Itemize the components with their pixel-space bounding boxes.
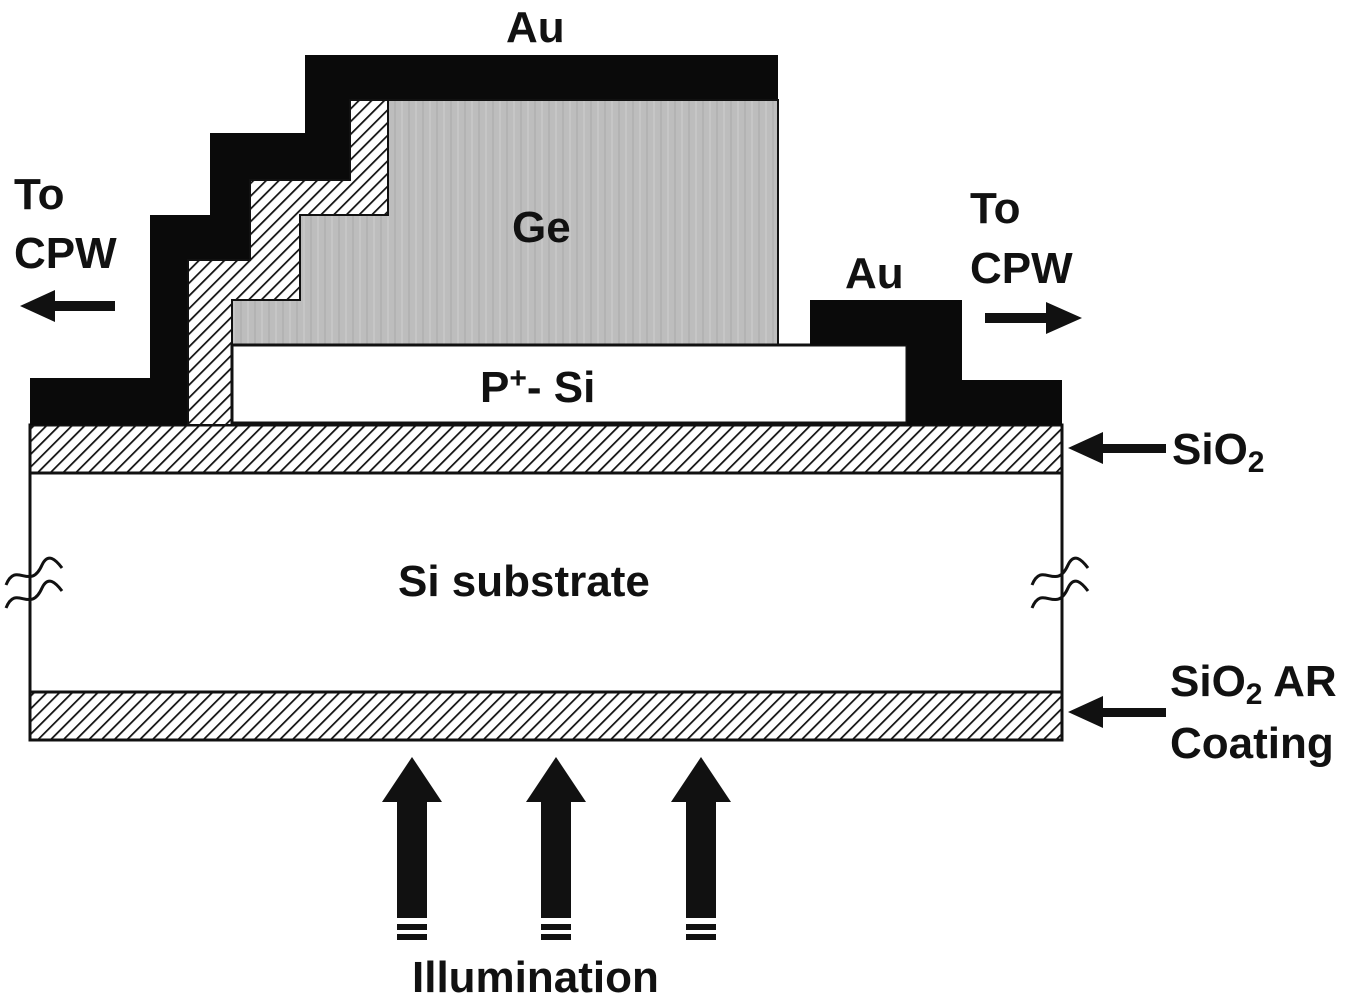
p-plus-si-label: P+- Si: [480, 364, 595, 410]
left-arrow: [20, 290, 115, 322]
au-right-contact: [810, 300, 1062, 425]
sio2-pointer-arrow: [1068, 432, 1166, 464]
illumination-arrow-3: [671, 757, 731, 940]
illumination-arrow-1: [382, 757, 442, 940]
ge-label: Ge: [512, 203, 571, 252]
sio2-ar-label-main: SiO: [1170, 657, 1246, 706]
sio2-label-main: SiO: [1172, 425, 1248, 474]
sio2-ar-label-sub: 2: [1245, 678, 1263, 711]
au-top-label: Au: [506, 3, 565, 52]
to-cpw-left-line2: CPW: [14, 229, 117, 278]
illumination-label: Illumination: [412, 953, 659, 1002]
sio2-label: SiO2: [1172, 428, 1264, 478]
au-right-label: Au: [845, 249, 904, 298]
illumination-arrow-2: [526, 757, 586, 940]
right-arrow: [985, 302, 1082, 334]
p-plus-si-label-main: P: [480, 363, 510, 412]
si-substrate-layer: [28, 470, 1064, 696]
ge-mesa: [231, 99, 779, 346]
p-plus-si-label-rest: - Si: [526, 363, 596, 412]
sio2-top-layer: [28, 423, 1064, 475]
sio2-ar-label-rest: AR: [1262, 657, 1337, 706]
break-mark-right: [1030, 556, 1090, 609]
sio2-ar-pointer-arrow: [1068, 696, 1166, 728]
to-cpw-right-line2: CPW: [970, 244, 1073, 293]
si-substrate-label: Si substrate: [398, 557, 650, 606]
p-plus-si-label-sup: +: [509, 362, 527, 395]
to-cpw-left-line1: To: [14, 170, 65, 219]
to-cpw-right-line1: To: [970, 184, 1021, 233]
sio2-label-sub: 2: [1247, 446, 1265, 479]
coating-label: Coating: [1170, 719, 1334, 768]
break-mark-left: [4, 556, 64, 609]
sio2-ar-label: SiO2 AR: [1170, 660, 1337, 710]
sio2-ar-coating-layer: [28, 690, 1064, 742]
